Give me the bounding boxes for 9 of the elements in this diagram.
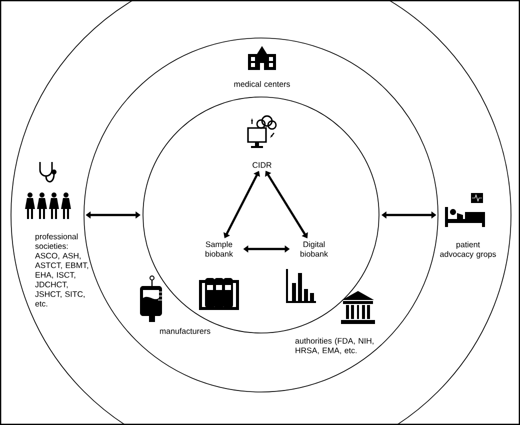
label: professional societies: ASCO, ASH, ASTCT, EBMT, EHA, ISCT, JDCHCT, JSHCT, SITC, etc. [35, 233, 88, 307]
label: CIDR [252, 162, 272, 168]
label: medical centers [234, 81, 290, 87]
label: Digital biobank [300, 241, 328, 257]
label: manufacturers [160, 328, 210, 334]
label: authorities (FDA, NIH, HRSA, EMA, etc. [295, 338, 374, 354]
label: patient advocacy grops [440, 241, 496, 259]
label: Sample biobank [206, 241, 234, 257]
ring [142, 96, 380, 334]
